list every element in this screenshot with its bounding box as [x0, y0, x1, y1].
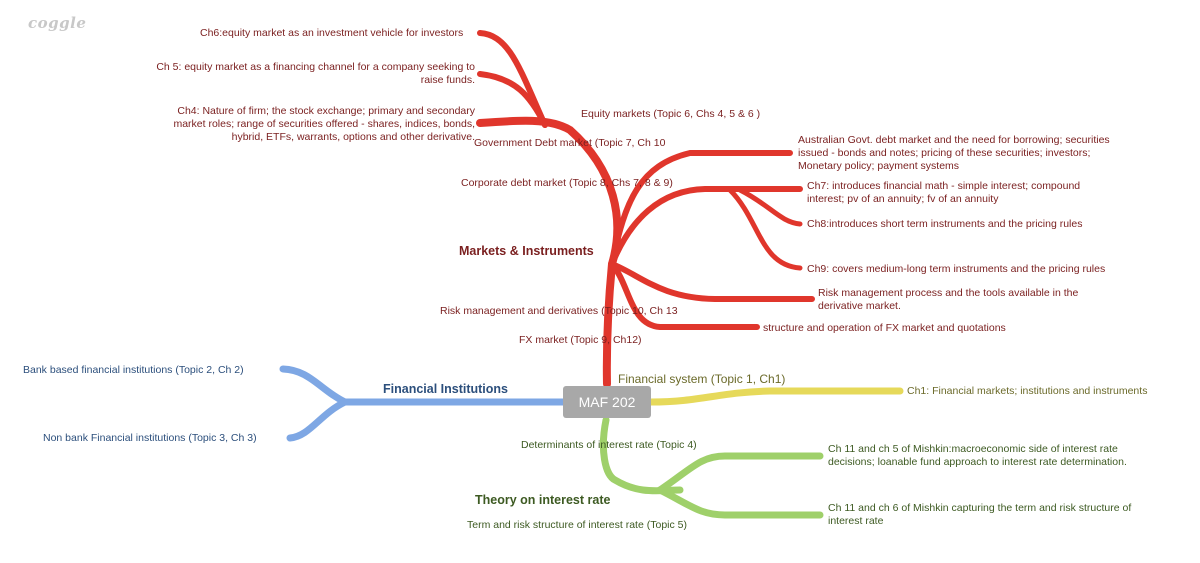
link-ch5	[477, 71, 548, 128]
ch4-node[interactable]: Ch4: Nature of firm; the stock exchange;…	[173, 105, 475, 143]
link-ch9	[727, 187, 803, 271]
branch-govt	[609, 150, 793, 267]
ch6-node[interactable]: Ch6:equity market as an investment vehic…	[200, 27, 464, 39]
financial-system-detail-node[interactable]: Ch1: Financial markets; institutions and…	[907, 385, 1148, 397]
ch5-node[interactable]: Ch 5: equity market as a financing chann…	[156, 61, 475, 86]
branch-fx	[609, 261, 760, 330]
link-nonbank	[286, 398, 349, 442]
link-ch8	[737, 187, 803, 227]
link-bank	[279, 365, 349, 406]
term-risk-structure-node[interactable]: Term and risk structure of interest rate…	[467, 519, 687, 531]
branch-system	[647, 387, 904, 406]
link-term	[656, 486, 824, 519]
branch-markets-trunk	[602, 260, 616, 388]
determinants-detail-node[interactable]: Ch 11 and ch 5 of Mishkin:macroeconomic …	[828, 443, 1127, 468]
ch9-node[interactable]: Ch9: covers medium-long term instruments…	[807, 263, 1106, 275]
financial-institutions-node[interactable]: Financial Institutions	[383, 382, 509, 396]
ch8-node[interactable]: Ch8:introduces short term instruments an…	[807, 218, 1083, 230]
branch-corporate	[609, 186, 803, 267]
nonbank-institutions-node[interactable]: Non bank Financial institutions (Topic 3…	[43, 432, 257, 444]
determinants-node[interactable]: Determinants of interest rate (Topic 4)	[521, 439, 697, 451]
branch-risk	[609, 261, 815, 302]
bank-institutions-node[interactable]: Bank based financial institutions (Topic…	[23, 364, 244, 376]
corporate-debt-node[interactable]: Corporate debt market (Topic 8, Chs 7, 8…	[461, 177, 673, 189]
govt-debt-node[interactable]: Government Debt market (Topic 7, Ch 10	[474, 137, 666, 149]
branch-equity	[476, 116, 622, 268]
markets-instruments-node[interactable]: Markets & Instruments	[459, 244, 594, 258]
govt-debt-detail-node[interactable]: Australian Govt. debt market and the nee…	[798, 134, 1110, 172]
link-determinants	[656, 452, 824, 494]
equity-markets-node[interactable]: Equity markets (Topic 6, Chs 4, 5 & 6 )	[581, 108, 761, 120]
root-node[interactable]: MAF 202	[563, 386, 651, 418]
fx-market-node[interactable]: FX market (Topic 9, Ch12)	[519, 334, 642, 346]
term-risk-detail-node[interactable]: Ch 11 and ch 6 of Mishkin capturing the …	[828, 502, 1132, 527]
fx-market-detail-node[interactable]: structure and operation of FX market and…	[763, 322, 1006, 334]
risk-management-detail-node[interactable]: Risk management process and the tools av…	[818, 287, 1079, 312]
coggle-logo[interactable]: coggle	[28, 14, 87, 32]
ch7-node[interactable]: Ch7: introduces financial math - simple …	[807, 180, 1081, 205]
interest-rate-theory-node[interactable]: Theory on interest rate	[475, 493, 611, 507]
financial-system-node[interactable]: Financial system (Topic 1, Ch1)	[618, 372, 786, 386]
risk-management-node[interactable]: Risk management and derivatives (Topic 1…	[440, 305, 678, 317]
